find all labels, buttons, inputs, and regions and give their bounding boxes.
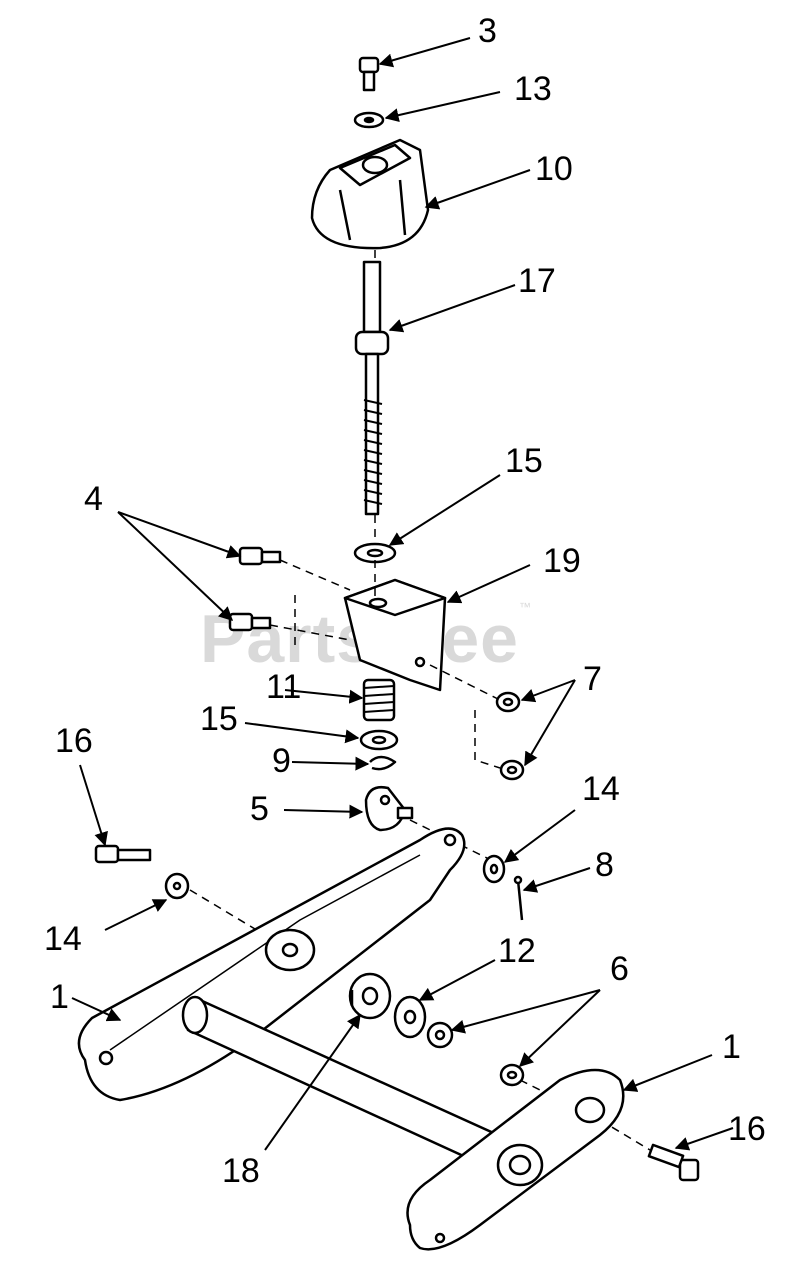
part-clip-9	[369, 755, 397, 771]
callout-18: 18	[222, 1152, 260, 1190]
callout-10: 10	[535, 150, 573, 188]
part-bolts-4	[228, 546, 282, 632]
part-washer-15-lower	[359, 729, 399, 751]
part-spring-11	[362, 678, 396, 722]
part-pin-8	[513, 875, 524, 921]
part-washer-12	[393, 995, 427, 1039]
callout-14-right: 14	[582, 770, 620, 808]
callout-17: 17	[518, 262, 556, 300]
callout-5: 5	[250, 790, 269, 828]
callout-15-upper: 15	[505, 442, 543, 480]
callout-19: 19	[543, 542, 581, 580]
part-nuts-6	[426, 1021, 525, 1087]
callout-9: 9	[272, 742, 291, 780]
part-bracket-19	[343, 578, 447, 692]
part-nuts-7	[495, 691, 525, 781]
part-washer-15-upper	[353, 542, 397, 564]
callout-16-right: 16	[728, 1110, 766, 1148]
callout-11: 11	[266, 668, 301, 706]
callout-3: 3	[478, 12, 497, 50]
part-spacer-18	[348, 972, 392, 1020]
callout-8: 8	[595, 846, 614, 884]
callout-1-right: 1	[722, 1028, 741, 1066]
callout-12: 12	[498, 932, 536, 970]
callout-15-lower: 15	[200, 700, 238, 738]
part-arm-1-right	[406, 1068, 625, 1251]
callout-14-left: 14	[44, 920, 82, 958]
callout-16-left: 16	[55, 722, 93, 760]
callout-7: 7	[583, 660, 602, 698]
callout-4: 4	[84, 480, 103, 518]
callout-6: 6	[610, 950, 629, 988]
part-washer-13	[353, 111, 385, 129]
part-washers-14	[164, 854, 506, 900]
part-pivot-5	[364, 786, 414, 832]
part-knob-10	[310, 138, 430, 250]
part-arm-1-left	[77, 827, 466, 1102]
leader-lines	[71, 37, 734, 1151]
part-shaft-17	[354, 260, 390, 516]
watermark-trademark: ™	[518, 600, 532, 614]
part-bolts-16	[94, 844, 700, 1182]
callout-13: 13	[514, 70, 552, 108]
callout-1-left: 1	[50, 978, 69, 1016]
part-screw-3	[358, 56, 380, 92]
